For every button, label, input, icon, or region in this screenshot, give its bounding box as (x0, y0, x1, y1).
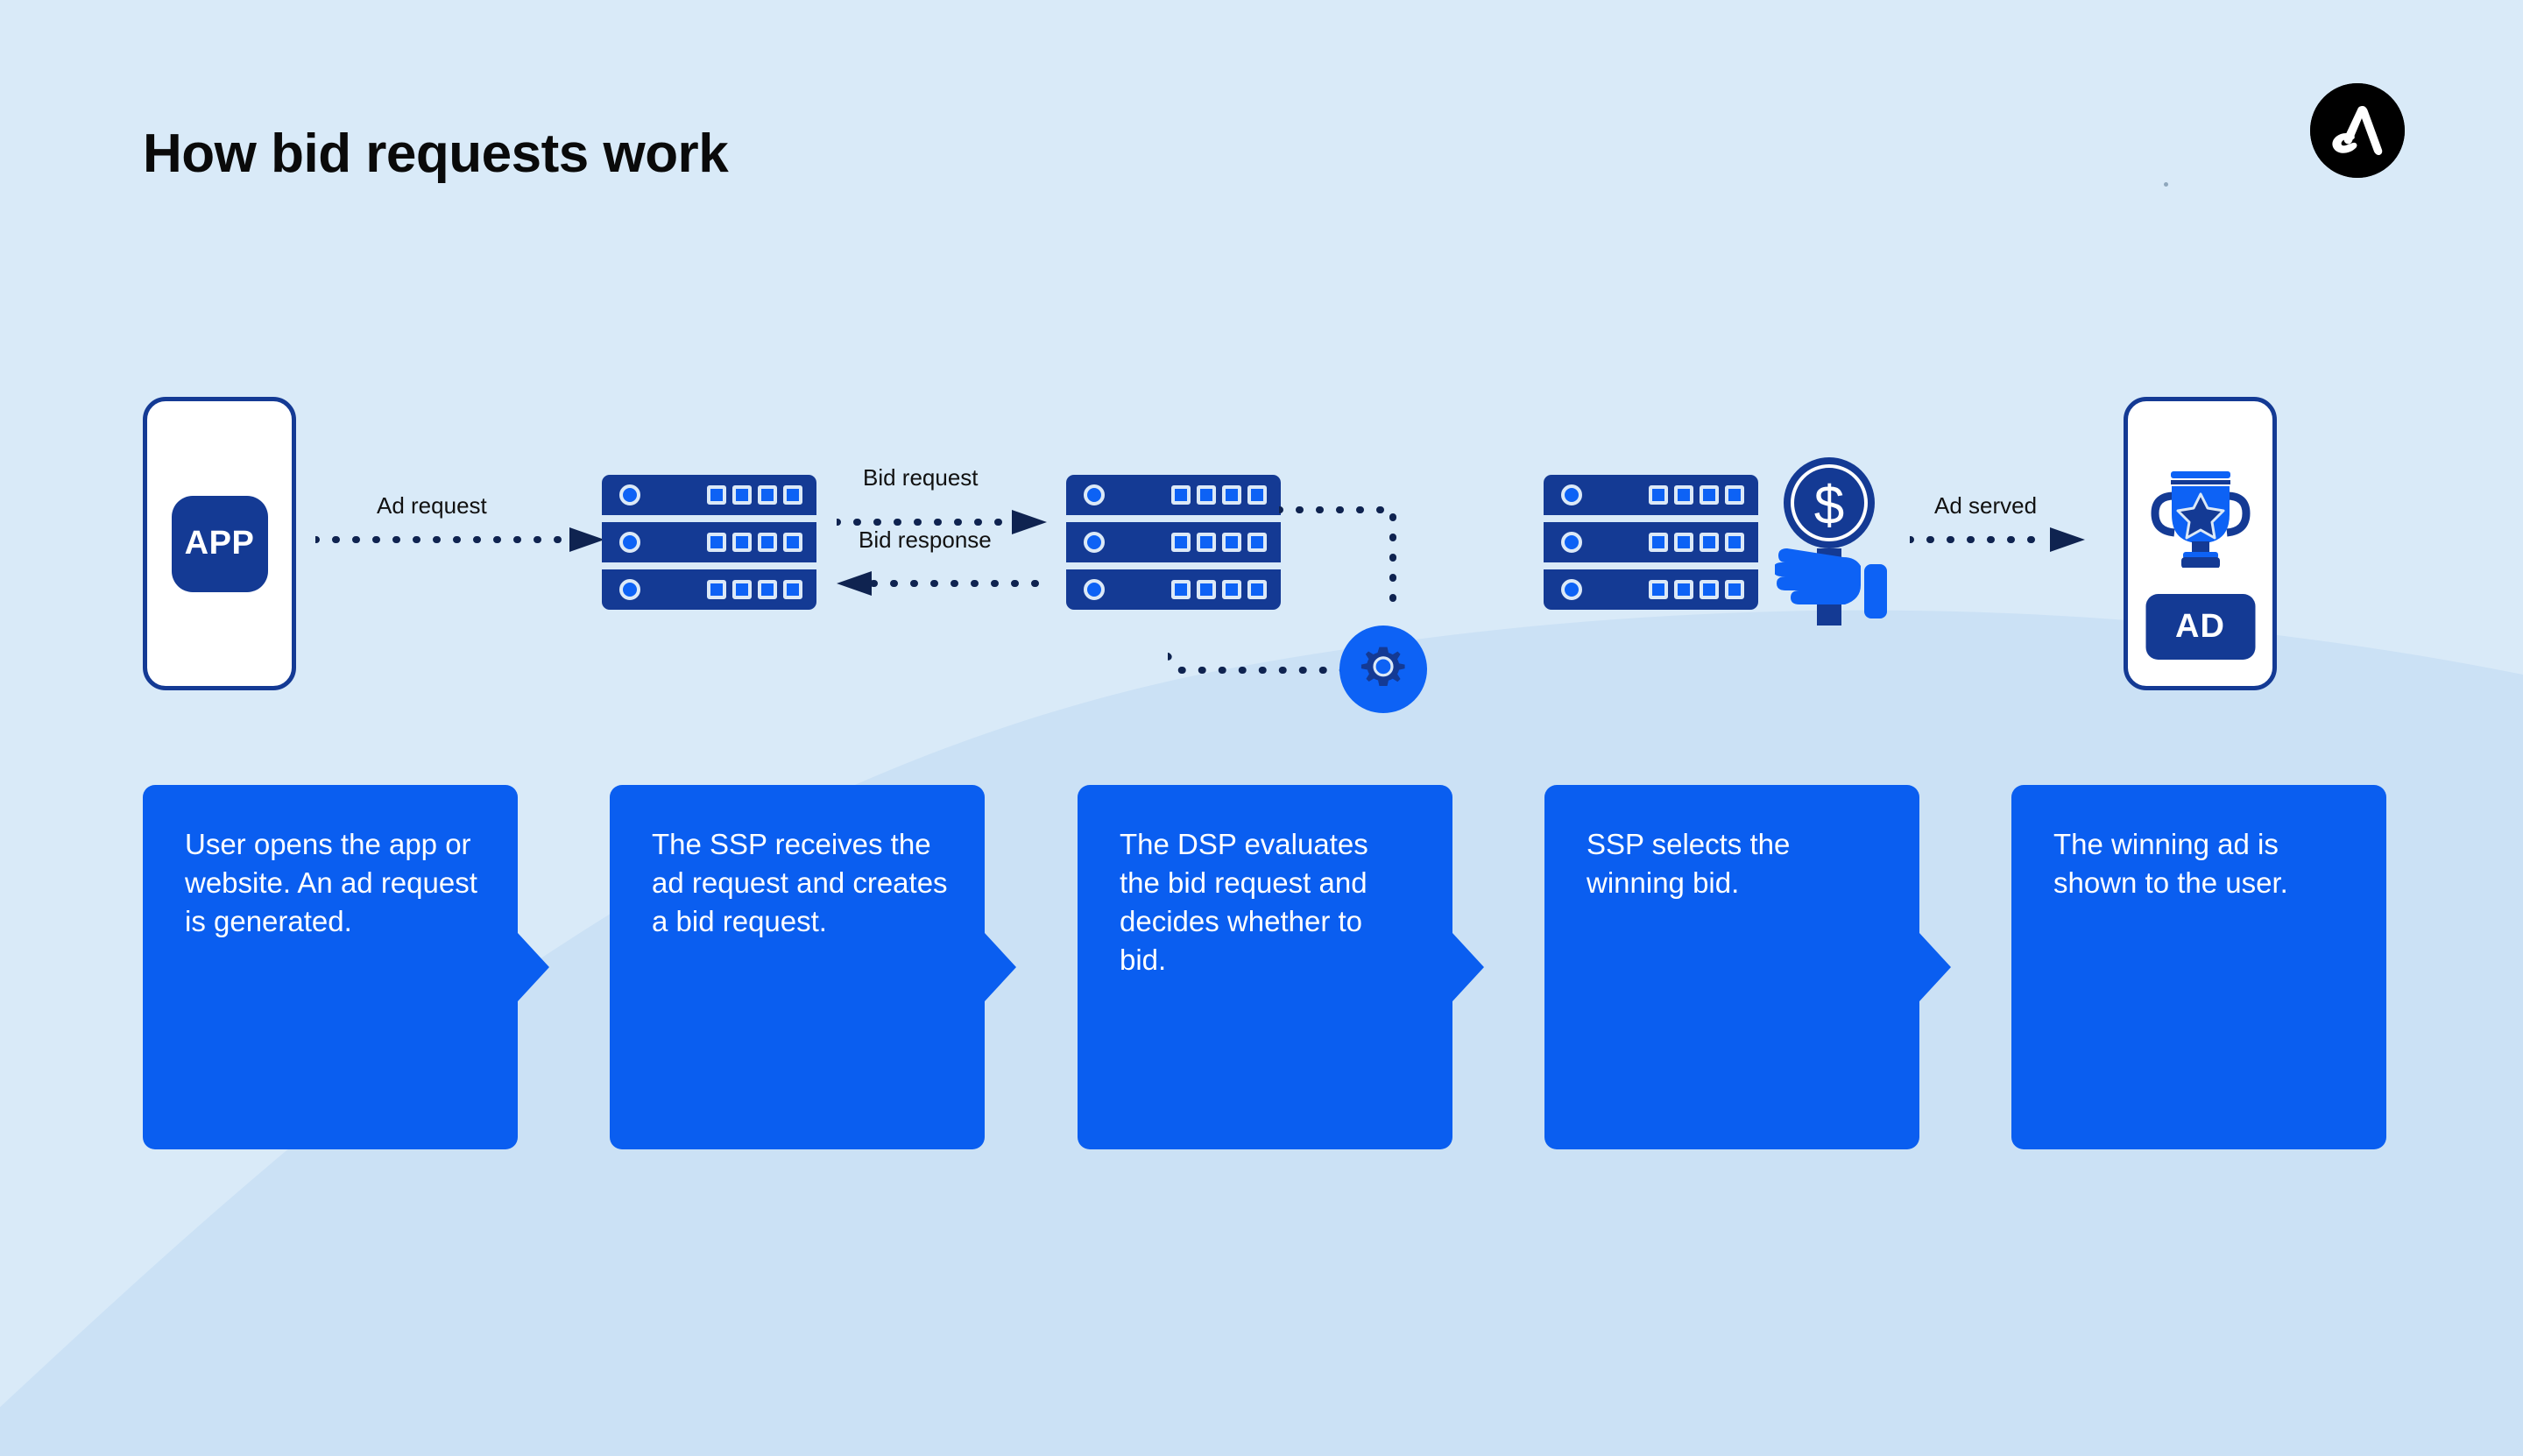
trophy-star-icon (2145, 452, 2257, 572)
server-slots (1649, 485, 1744, 505)
dsp-gear-loop-path (1279, 506, 1396, 618)
server-row (602, 522, 816, 562)
server-slots (1171, 533, 1267, 552)
brand-logo-icon[interactable] (2310, 83, 2405, 178)
step-card-3: The DSP evaluates the bid request and de… (1078, 785, 1484, 1149)
step-arrow-notch-icon (1919, 933, 1951, 1001)
server-slots (1649, 580, 1744, 599)
step-arrow-notch-icon (518, 933, 549, 1001)
server-row (1066, 569, 1281, 610)
connector-label-ad-served: Ad served (1934, 492, 2038, 519)
page-title: How bid requests work (143, 124, 729, 184)
server-slots (1171, 580, 1267, 599)
server-status-light (1561, 532, 1582, 553)
server-status-light (1084, 579, 1105, 600)
server-status-light (1561, 579, 1582, 600)
server-row (602, 569, 816, 610)
server-slots (1649, 533, 1744, 552)
step-arrow-notch-icon (985, 933, 1016, 1001)
step-card-2-text: The SSP receives the ad request and crea… (652, 828, 948, 937)
step-card-4: SSP selects the winning bid. (1544, 785, 1951, 1149)
step-card-1: User opens the app or website. An ad req… (143, 785, 549, 1149)
gear-return-path (1168, 653, 1352, 674)
connector-label-ad-request: Ad request (377, 492, 487, 519)
ad-phone: AD (2124, 397, 2277, 690)
step-card-1-text: User opens the app or website. An ad req… (185, 828, 477, 937)
server-status-light (619, 532, 640, 553)
server-row (1544, 569, 1758, 610)
ad-served-arrow-icon (1910, 527, 2085, 552)
app-phone: APP (143, 397, 296, 690)
server-row (602, 475, 816, 515)
connector-label-bid-response: Bid response (859, 527, 992, 553)
server-slots (707, 580, 802, 599)
server-status-light (1084, 532, 1105, 553)
step-arrow-notch-icon (1452, 933, 1484, 1001)
server-row (1544, 522, 1758, 562)
server-row (1544, 475, 1758, 515)
app-badge-label: APP (171, 495, 268, 592)
server-status-light (1084, 484, 1105, 505)
ssp-server-icon (1544, 475, 1758, 611)
svg-text:$: $ (1814, 476, 1844, 536)
bid-response-arrow-icon (837, 571, 1047, 596)
server-slots (707, 533, 802, 552)
step-card-2: The SSP receives the ad request and crea… (610, 785, 1016, 1149)
server-row (1066, 475, 1281, 515)
server-status-light (1561, 484, 1582, 505)
server-status-light (619, 484, 640, 505)
connector-label-bid-request: Bid request (863, 464, 979, 491)
server-status-light (619, 579, 640, 600)
ad-badge-label: AD (2145, 594, 2255, 660)
server-slots (707, 485, 802, 505)
dollar-coin-hand-icon: $ (1775, 457, 1887, 626)
dsp-server-icon (1066, 475, 1281, 611)
server-row (1066, 522, 1281, 562)
bid-request-arrow-icon (837, 510, 1047, 534)
ad-request-arrow-icon (315, 527, 604, 552)
ssp-server-icon (602, 475, 816, 611)
step-card-3-text: The DSP evaluates the bid request and de… (1120, 828, 1368, 976)
gear-icon (1339, 626, 1427, 713)
decorative-dot (2164, 182, 2168, 187)
step-card-4-text: SSP selects the winning bid. (1587, 828, 1791, 899)
server-slots (1171, 485, 1267, 505)
step-card-5: The winning ad is shown to the user. (2011, 785, 2386, 1149)
step-card-5-text: The winning ad is shown to the user. (2053, 828, 2288, 899)
